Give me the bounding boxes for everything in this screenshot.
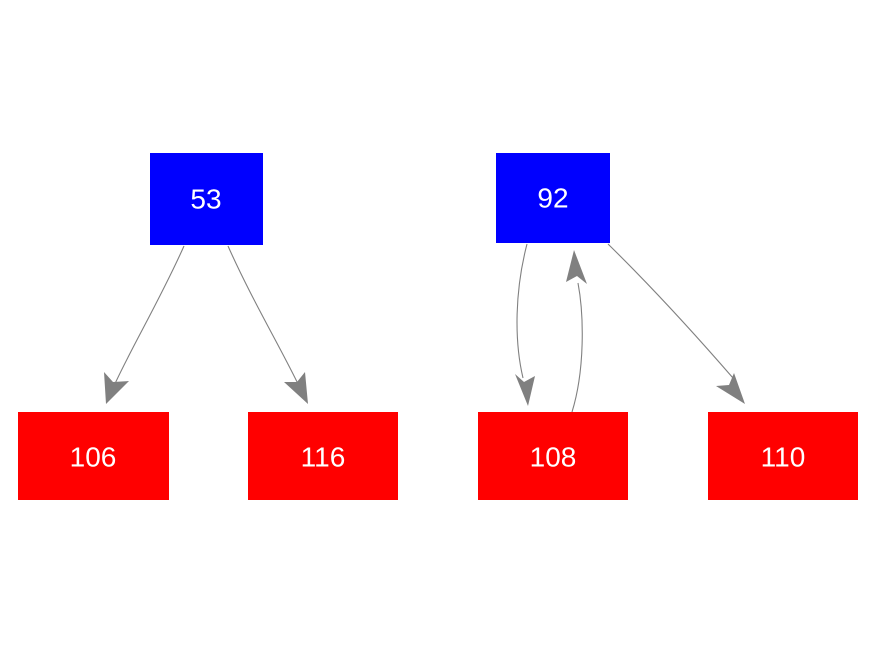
node-box bbox=[18, 412, 169, 500]
node-label: 116 bbox=[301, 441, 346, 472]
edge-line bbox=[227, 245, 301, 389]
arrowhead-icon bbox=[566, 250, 587, 284]
edge-line bbox=[112, 245, 185, 389]
node-label: 92 bbox=[537, 182, 568, 213]
node-116[interactable]: 116 bbox=[248, 412, 398, 500]
node-label: 110 bbox=[761, 441, 806, 472]
arrowhead-icon bbox=[716, 373, 745, 404]
edge-line bbox=[571, 282, 583, 413]
edge-108-to-92[interactable] bbox=[566, 250, 587, 413]
node-box bbox=[496, 153, 610, 243]
node-box bbox=[708, 412, 858, 500]
node-box bbox=[248, 412, 398, 500]
edge-layer bbox=[104, 243, 745, 413]
edge-92-to-108[interactable] bbox=[515, 243, 535, 406]
edge-53-to-106[interactable] bbox=[104, 245, 185, 404]
node-53[interactable]: 53 bbox=[150, 153, 263, 245]
edge-92-to-110[interactable] bbox=[607, 243, 745, 404]
edge-line bbox=[516, 243, 528, 379]
node-label: 108 bbox=[530, 441, 577, 472]
arrowhead-icon bbox=[515, 374, 535, 406]
node-box bbox=[478, 412, 628, 500]
node-108[interactable]: 108 bbox=[478, 412, 628, 500]
node-92[interactable]: 92 bbox=[496, 153, 610, 243]
node-label: 106 bbox=[70, 441, 117, 472]
node-106[interactable]: 106 bbox=[18, 412, 169, 500]
node-box bbox=[150, 153, 263, 245]
arrowhead-icon bbox=[104, 372, 129, 404]
node-label: 53 bbox=[190, 183, 221, 214]
node-110[interactable]: 110 bbox=[708, 412, 858, 500]
edge-line bbox=[607, 243, 734, 379]
node-layer: 53 92 106 116 108 110 bbox=[18, 153, 858, 500]
arrowhead-icon bbox=[284, 372, 308, 404]
edge-53-to-116[interactable] bbox=[227, 245, 308, 404]
